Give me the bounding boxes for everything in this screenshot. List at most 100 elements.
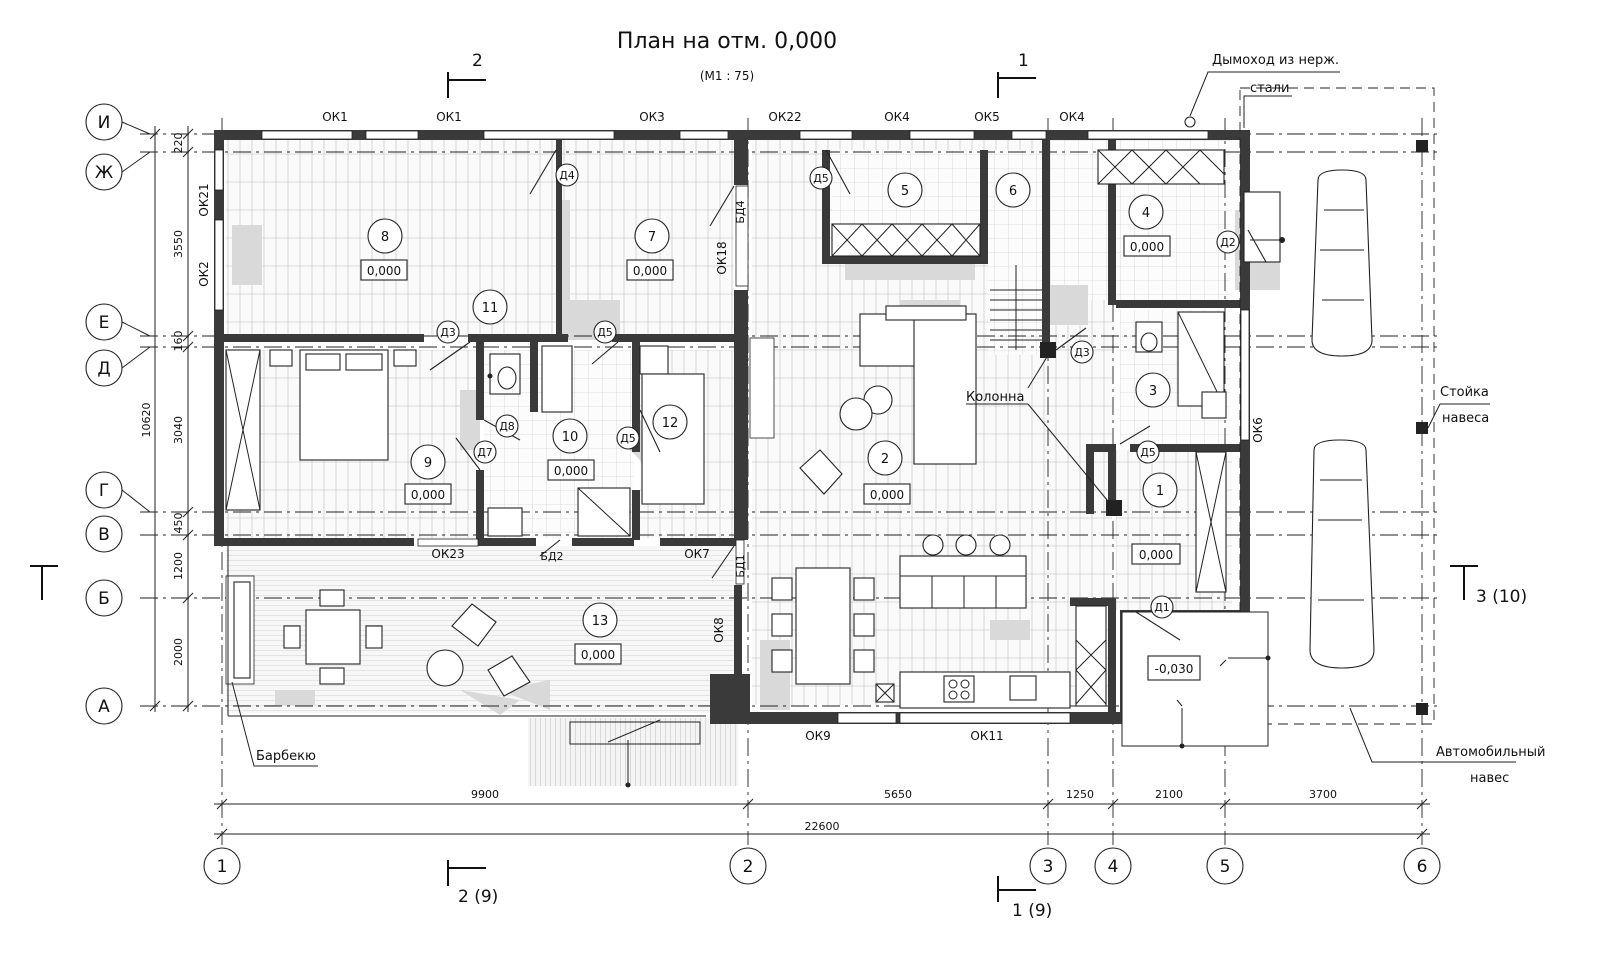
car-icon (1309, 439, 1375, 669)
door-label: Д5 (1140, 446, 1156, 459)
room-number: 10 (562, 430, 579, 445)
room-level: 0,000 (581, 648, 615, 662)
door-label: Д7 (477, 446, 493, 459)
door-label: Д4 (559, 169, 575, 182)
callout-chimney: Дымоход из нерж. (1212, 53, 1339, 68)
column-axes (203, 847, 1441, 885)
axis-row-d: Д (97, 359, 110, 379)
axis-col-5: 5 (1220, 857, 1231, 877)
axis-col-6: 6 (1417, 857, 1428, 877)
section-label-right: 3 (10) (1476, 587, 1527, 607)
axis-row-g: Г (99, 481, 109, 501)
window-label: ОК23 (431, 547, 464, 561)
chimney-icon (1184, 116, 1196, 128)
callout-carport: Автомобильный (1436, 745, 1546, 760)
dim-left-i-zh: 220 (172, 133, 185, 154)
window-label: ОК6 (1251, 417, 1265, 443)
dim-left-d-g: 3040 (172, 416, 185, 444)
window-label: ОК4 (1059, 110, 1085, 124)
dim-bottom-1-2: 9900 (471, 788, 499, 801)
door-label: Д3 (440, 326, 456, 339)
dim-left-zh-e: 3550 (172, 230, 185, 258)
room-number: 3 (1149, 384, 1157, 399)
callout-leaders (231, 71, 1516, 767)
room-level: 0,000 (1139, 548, 1173, 562)
axis-row-a: А (98, 697, 110, 717)
callout-bbq: Барбекю (256, 749, 316, 764)
callout-column: Колонна (966, 390, 1024, 405)
window-label: ОК8 (712, 617, 726, 643)
door-label: Д5 (620, 432, 636, 445)
dim-left-g-v: 450 (172, 513, 185, 534)
dim-left-b-a: 2000 (172, 638, 185, 666)
door-label: БД2 (540, 550, 563, 563)
window-label: ОК5 (974, 110, 1000, 124)
window-label: ОК18 (715, 241, 729, 274)
dim-bottom-4-5: 2100 (1155, 788, 1183, 801)
window-label: ОК21 (197, 183, 211, 216)
dimension-lines (149, 126, 1430, 840)
room-number: 5 (901, 184, 909, 199)
axis-row-zh: Ж (95, 163, 113, 183)
room-number: 13 (592, 614, 609, 629)
plan-scale: (М1 : 75) (700, 69, 754, 83)
door-tags (436, 163, 1240, 619)
room-level: 0,000 (554, 464, 588, 478)
room-circles (367, 172, 1178, 638)
row-axes (85, 103, 151, 725)
room-number: 4 (1142, 206, 1150, 221)
callout-chimney: стали (1250, 81, 1289, 96)
door-label: БД4 (734, 200, 747, 223)
callout-post: Стойка (1440, 385, 1489, 400)
carport (1121, 87, 1435, 749)
room-number: 12 (662, 416, 679, 431)
door-label: Д5 (813, 172, 829, 185)
dim-bottom-5-6: 3700 (1309, 788, 1337, 801)
section-markers (30, 72, 1478, 902)
room-number: 8 (381, 230, 389, 245)
car-icon (1311, 169, 1373, 357)
window-label: ОК9 (805, 729, 831, 743)
carport-level: -0,030 (1155, 662, 1194, 676)
window-label: ОК7 (684, 547, 710, 561)
plan-title: План на отм. 0,000 (617, 29, 837, 54)
callout-post: навеса (1442, 411, 1489, 426)
dim-bottom-total: 22600 (805, 820, 840, 833)
door-label: Д1 (1154, 601, 1170, 614)
room-number: 7 (648, 230, 656, 245)
door-label: Д5 (597, 326, 613, 339)
section-label-bottom-left: 2 (9) (458, 887, 498, 907)
door-label: БД1 (734, 554, 747, 577)
window-label: ОК4 (884, 110, 910, 124)
axis-col-4: 4 (1108, 857, 1119, 877)
door-label: Д3 (1074, 346, 1090, 359)
room-number: 2 (881, 452, 889, 467)
dim-left-e-d: 160 (172, 331, 185, 352)
room-number: 11 (482, 301, 499, 316)
dim-bottom-2-3: 5650 (884, 788, 912, 801)
axis-col-1: 1 (217, 857, 228, 877)
window-label: ОК22 (768, 110, 801, 124)
section-label-top-left: 2 (472, 51, 483, 71)
callout-carport: навес (1470, 771, 1509, 786)
window-label: ОК3 (639, 110, 665, 124)
axis-row-e: Е (99, 313, 110, 333)
dim-left-total: 10620 (140, 403, 153, 438)
room-number: 6 (1009, 184, 1017, 199)
axis-row-i: И (98, 113, 111, 133)
door-label: Д2 (1220, 236, 1236, 249)
section-label-bottom-right: 1 (9) (1012, 901, 1052, 921)
window-label: ОК2 (197, 261, 211, 287)
axis-col-3: 3 (1043, 857, 1054, 877)
axis-col-2: 2 (743, 857, 754, 877)
room-level: 0,000 (367, 264, 401, 278)
room-level: 0,000 (870, 488, 904, 502)
level-boxes (360, 235, 1201, 681)
section-label-top-right: 1 (1018, 51, 1029, 71)
room-level: 0,000 (1130, 240, 1164, 254)
furniture (225, 149, 1281, 788)
axis-row-b: Б (98, 589, 110, 609)
dim-left-v-b: 1200 (172, 552, 185, 580)
window-label: ОК1 (322, 110, 348, 124)
